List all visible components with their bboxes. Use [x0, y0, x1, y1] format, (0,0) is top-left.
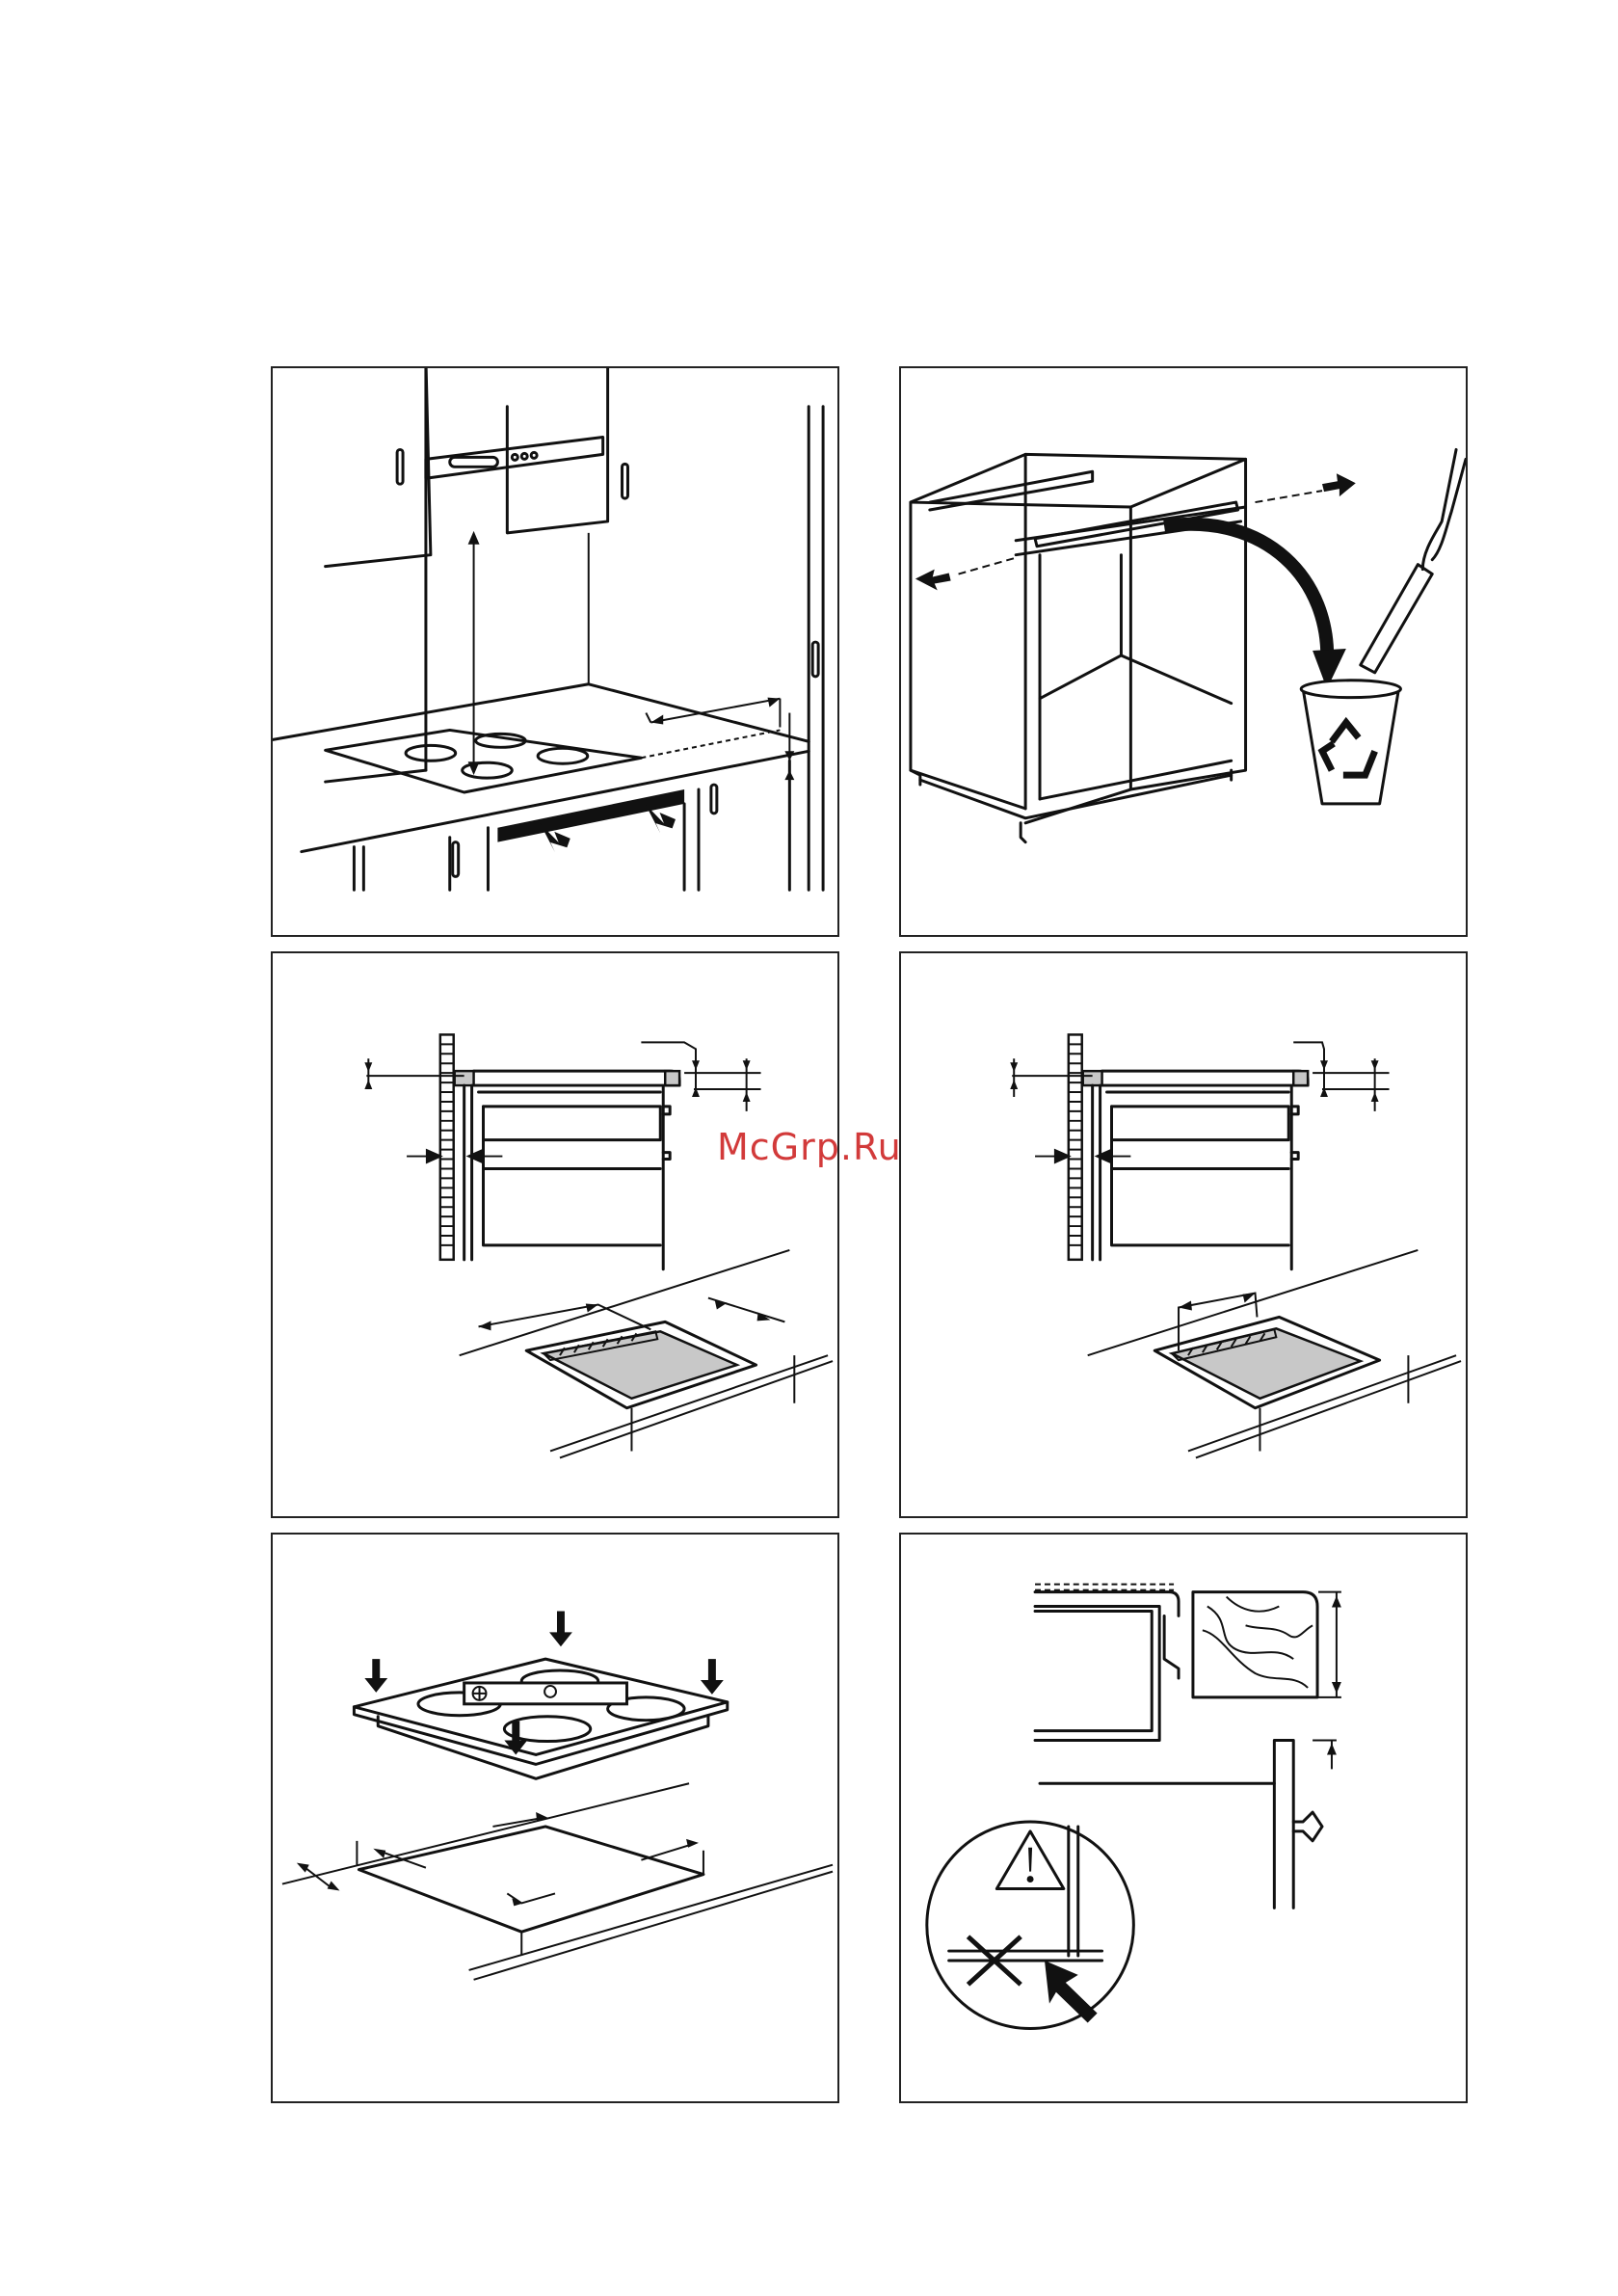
- panel-hob-under-hood: [271, 366, 839, 937]
- kitchen-hob-illustration: [273, 368, 837, 935]
- panel-hob-clearance-b: [899, 951, 1468, 1518]
- panel-hob-insertion: [271, 1533, 839, 2103]
- watermark-text: McGrp.Ru: [717, 1126, 902, 1168]
- cabinet-illustration: [901, 368, 1466, 935]
- hob-insertion-illustration: [273, 1535, 837, 2101]
- panel-worktop-edge-warning: [899, 1533, 1468, 2103]
- hob-cross-section-illustration: [901, 953, 1466, 1516]
- worktop-edge-illustration: [901, 1535, 1466, 2101]
- hob-cross-section-illustration: [273, 953, 837, 1516]
- panel-cabinet-crossbar: [899, 366, 1468, 937]
- panel-hob-clearance-a: [271, 951, 839, 1518]
